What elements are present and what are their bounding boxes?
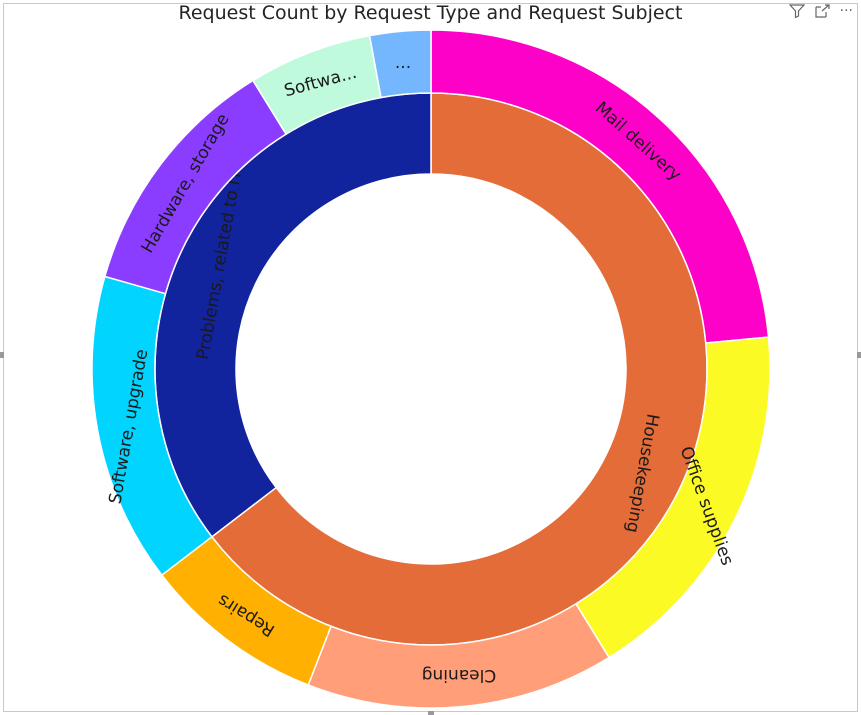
chart-title: Request Count by Request Type and Reques… — [178, 2, 683, 24]
resize-handle-bottom[interactable] — [428, 711, 434, 715]
resize-handle-right[interactable] — [857, 352, 861, 358]
visual-header-toolbar: ··· — [788, 3, 853, 19]
filter-icon[interactable] — [788, 4, 805, 18]
focus-mode-icon[interactable] — [815, 4, 830, 18]
outer-segment-label: ... — [395, 53, 411, 73]
resize-handle-left[interactable] — [0, 352, 4, 358]
outer-segment[interactable] — [368, 29, 432, 99]
outer-segment-label: Cleaning — [422, 665, 497, 685]
more-options-button[interactable]: ··· — [839, 3, 853, 19]
